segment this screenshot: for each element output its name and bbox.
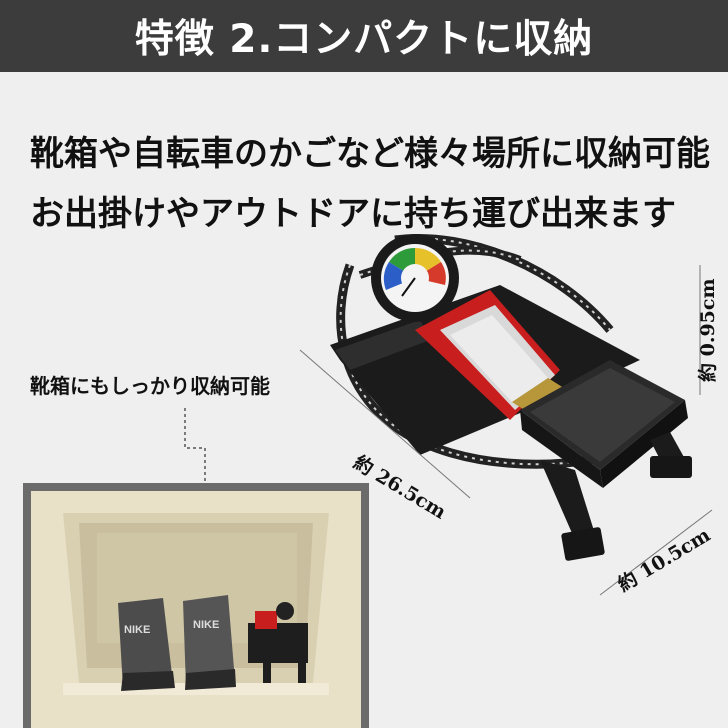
callout-leader-line xyxy=(184,408,206,483)
description-line-2: お出掛けやアウトドアに持ち運び出来ます xyxy=(30,194,676,234)
sneaker-left xyxy=(118,598,175,691)
dimension-line-length xyxy=(299,349,471,499)
pump-leg xyxy=(540,460,600,550)
sneaker-right xyxy=(183,595,236,690)
foot-pump-in-box xyxy=(248,602,308,683)
dimension-height-label: 約 0.95cm xyxy=(697,278,719,382)
page-title: 特徴 2.コンパクトに収納 xyxy=(134,17,594,62)
shoe-brand-label-right: NIKE xyxy=(193,619,219,631)
header-banner: 特徴 2.コンパクトに収納 xyxy=(0,0,728,72)
description-line-1: 靴箱や自転車のかごなど様々場所に収納可能 xyxy=(30,134,710,174)
shoebox-photo: NIKE NIKE xyxy=(23,483,369,728)
shoebox-callout: 靴箱にもしっかり収納可能 xyxy=(30,374,270,398)
pressure-gauge-icon xyxy=(371,234,459,322)
shoe-brand-label-left: NIKE xyxy=(124,624,150,636)
foot-pedal xyxy=(520,360,688,488)
dimension-line-width xyxy=(599,509,713,596)
